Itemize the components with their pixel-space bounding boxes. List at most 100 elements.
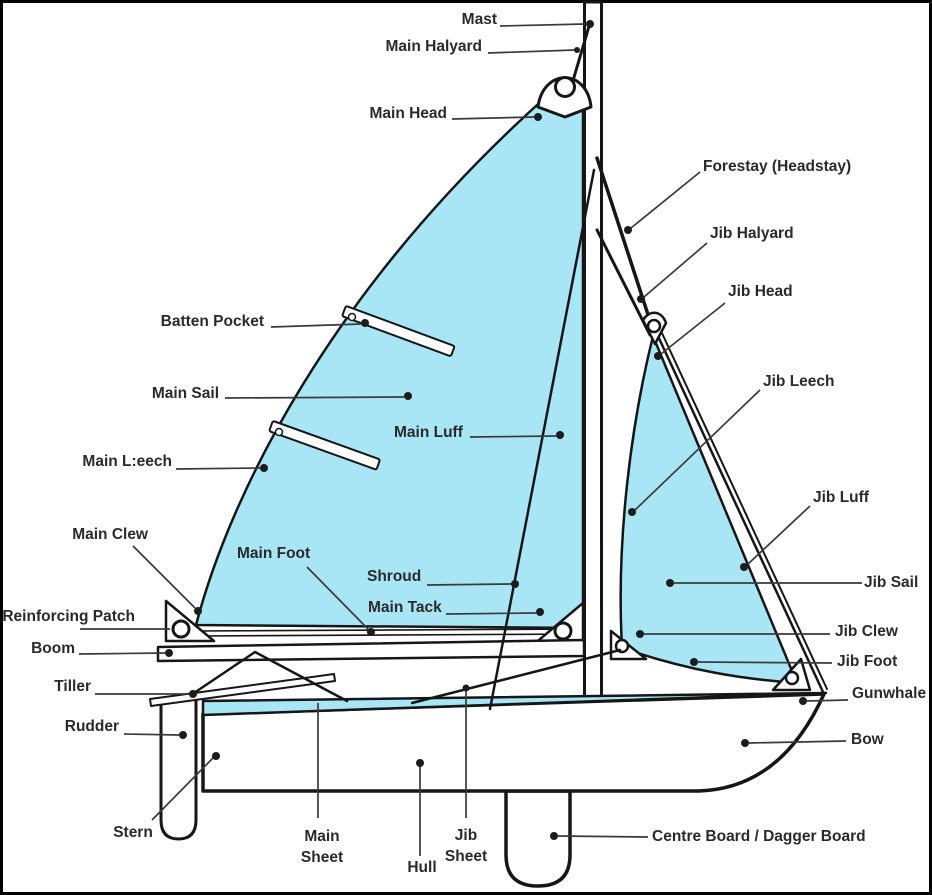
jib-halyard-line	[595, 228, 652, 337]
dot-main-leech	[260, 464, 268, 472]
hull-shape	[201, 692, 826, 793]
jib-luff-wire-line	[660, 330, 828, 690]
dot-main-head	[534, 113, 542, 121]
leader-jib-foot	[697, 661, 833, 664]
label-mast: Mast	[462, 11, 497, 28]
callout-mast: Mast	[462, 11, 594, 28]
label-reinforcing-patch: Reinforcing Patch	[2, 608, 135, 625]
leader-rudder	[123, 733, 180, 736]
dot-jib-sheet	[462, 684, 470, 692]
dot-shroud	[511, 580, 519, 588]
label-jib-leech: Jib Leech	[763, 373, 835, 390]
dot-main-luff	[556, 431, 564, 439]
callout-rudder: Rudder	[65, 718, 187, 739]
label-centre-board: Centre Board / Dagger Board	[652, 828, 866, 845]
leader-main-clew	[132, 545, 196, 609]
dot-centre-board	[550, 832, 558, 840]
batten-pocket-upper	[341, 305, 456, 357]
callout-boom: Boom	[31, 640, 173, 657]
dot-jib-halyard	[637, 295, 645, 303]
leader-forestay	[630, 171, 701, 229]
label-forestay: Forestay (Headstay)	[703, 158, 851, 175]
shroud-line	[488, 168, 596, 711]
callout-centre-board: Centre Board / Dagger Board	[550, 828, 866, 845]
label-main-clew: Main Clew	[72, 526, 149, 543]
label-main-sail: Main Sail	[152, 385, 219, 402]
dot-jib-foot	[690, 658, 698, 666]
callout-main-leech: Main L:eech	[82, 453, 268, 472]
callout-jib-halyard: Jib Halyard	[637, 225, 794, 303]
callout-bow: Bow	[741, 731, 885, 748]
label-jib-sheet-line1: Jib	[455, 827, 477, 844]
label-main-sheet-line2: Sheet	[301, 849, 343, 866]
label-bow: Bow	[851, 731, 885, 748]
callout-main-sheet: Main Sheet	[301, 703, 343, 866]
batten-grommet-lower	[274, 427, 284, 437]
leader-shroud	[426, 583, 512, 586]
dot-jib-clew	[636, 630, 644, 638]
label-hull: Hull	[407, 859, 436, 876]
dot-jib-luff	[740, 563, 748, 571]
dot-jib-head	[654, 352, 662, 360]
leader-main-leech	[175, 467, 261, 470]
callout-shroud: Shroud	[367, 568, 519, 588]
centre-board-shape	[504, 789, 572, 888]
callout-main-sail: Main Sail	[152, 385, 412, 402]
callout-stern: Stern	[113, 752, 220, 841]
label-boom: Boom	[31, 640, 75, 657]
main-foot-line	[196, 633, 584, 637]
label-jib-clew: Jib Clew	[835, 623, 899, 640]
leader-stern	[151, 757, 214, 821]
label-jib-sail: Jib Sail	[864, 574, 918, 591]
leader-jib-luff	[747, 505, 811, 565]
label-shroud: Shroud	[367, 568, 421, 585]
jib-head-grommet	[646, 318, 662, 334]
label-tiller: Tiller	[54, 678, 91, 695]
callout-tiller: Tiller	[54, 678, 197, 698]
label-stern: Stern	[113, 824, 153, 841]
label-jib-halyard: Jib Halyard	[710, 225, 794, 242]
leader-main-head	[451, 116, 535, 120]
label-gunwhale: Gunwhale	[852, 685, 926, 702]
batten-grommet-upper	[347, 312, 357, 322]
main-foot-boltrope-line	[195, 628, 584, 632]
dot-main-clew	[194, 607, 202, 615]
callout-hull: Hull	[407, 759, 437, 876]
jib-sheet-line	[410, 648, 622, 705]
batten-pocket-lower	[268, 420, 381, 471]
label-main-leech: Main L:eech	[82, 453, 172, 470]
leader-jib-halyard	[643, 242, 708, 298]
callout-main-halyard: Main Halyard	[386, 38, 580, 55]
head-grommet	[554, 76, 576, 98]
dot-main-tack	[536, 608, 544, 616]
callout-jib-luff: Jib Luff	[740, 489, 870, 571]
label-main-halyard: Main Halyard	[386, 38, 482, 55]
dot-bow	[741, 739, 749, 747]
dot-forestay	[624, 226, 632, 234]
leader-main-foot	[306, 566, 369, 630]
jib-tack-grommet	[784, 670, 800, 686]
label-rudder: Rudder	[65, 718, 119, 735]
leader-main-halyard	[487, 49, 576, 54]
main-sheet-line	[192, 650, 349, 703]
rudder-shape	[159, 697, 198, 841]
leader-gunwhale	[806, 699, 849, 702]
dot-main-foot	[367, 628, 375, 636]
tiller-shape	[149, 673, 336, 707]
label-main-luff: Main Luff	[394, 424, 464, 441]
label-jib-luff: Jib Luff	[813, 489, 870, 506]
dot-stern	[212, 752, 220, 760]
dot-hull	[416, 759, 424, 767]
callout-gunwhale: Gunwhale	[799, 685, 926, 705]
callout-main-luff: Main Luff	[394, 424, 564, 441]
callout-jib-sheet: Jib Sheet	[445, 684, 487, 865]
label-jib-foot: Jib Foot	[837, 653, 897, 670]
forestay-lower-line	[655, 332, 825, 694]
callout-main-clew: Main Clew	[72, 526, 202, 615]
dot-gunwhale	[799, 697, 807, 705]
leader-main-sail	[224, 396, 405, 399]
leader-main-tack	[445, 612, 537, 615]
label-main-sheet-line1: Main	[304, 828, 339, 845]
leader-jib-leech	[634, 389, 761, 511]
label-main-head: Main Head	[369, 105, 447, 122]
